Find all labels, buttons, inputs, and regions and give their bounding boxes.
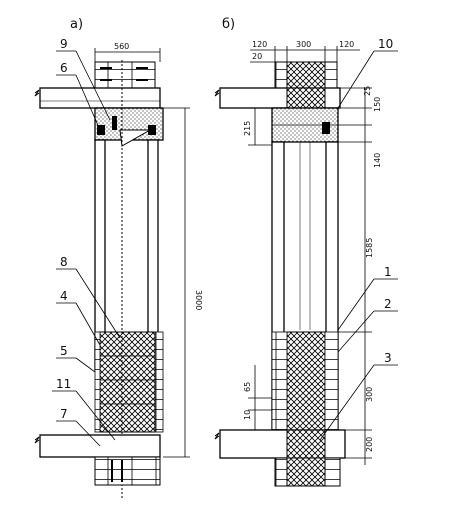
dim-1585: 1585 <box>365 238 374 258</box>
panel-b: 120 300 120 20 215 65 10 <box>214 17 398 487</box>
top-slab-a <box>34 87 161 109</box>
panel-label-a: а) <box>70 17 83 32</box>
dim-215: 215 <box>243 121 252 136</box>
svg-text:10: 10 <box>378 37 393 51</box>
top-slab-b <box>214 87 341 109</box>
callout-1: 1 <box>337 265 398 331</box>
svg-text:6: 6 <box>60 61 68 75</box>
dim-b-small: 20 <box>252 52 262 61</box>
dim-top-b: 120 300 120 20 <box>250 40 360 63</box>
svg-text:4: 4 <box>60 289 68 303</box>
dim-200: 200 <box>365 437 374 452</box>
callout-9: 9 <box>56 37 111 121</box>
dim-b-mid: 300 <box>296 40 311 49</box>
callout-4: 4 <box>56 289 101 346</box>
dim-140: 140 <box>373 153 382 168</box>
svg-text:7: 7 <box>60 407 68 421</box>
upper-bearing-b <box>271 107 339 143</box>
bottom-slab-b <box>214 429 346 487</box>
svg-text:2: 2 <box>384 297 392 311</box>
dim-3000: 3000 <box>194 290 203 310</box>
panel-a: 560 3000 а) 9 6 8 4 <box>34 17 203 500</box>
dim-b-left: 120 <box>252 40 267 49</box>
callout-3: 3 <box>319 351 398 441</box>
bottom-slab-a <box>34 434 161 486</box>
dim-560: 560 <box>114 42 129 51</box>
callout-2: 2 <box>337 297 398 353</box>
dim-150: 150 <box>373 97 382 112</box>
dim-25: 25 <box>363 86 372 96</box>
panel-label-b: б) <box>222 17 235 32</box>
callout-11: 11 <box>52 377 116 441</box>
callout-8: 8 <box>56 255 121 339</box>
top-brick-cap-b <box>274 61 338 89</box>
dim-300: 300 <box>365 387 374 402</box>
dim-height-a: 3000 <box>163 107 203 458</box>
svg-text:9: 9 <box>60 37 68 51</box>
svg-text:3: 3 <box>384 351 392 365</box>
dim-right-b: 25 150 140 1585 300 200 <box>338 86 382 465</box>
callout-7: 7 <box>56 407 101 447</box>
svg-text:8: 8 <box>60 255 68 269</box>
dim-b-right: 120 <box>339 40 354 49</box>
top-brick-cap-a <box>94 61 156 89</box>
dim-65: 65 <box>243 382 252 392</box>
callout-10: 10 <box>337 37 398 109</box>
callout-6: 6 <box>56 61 101 131</box>
dim-width-a: 560 <box>94 42 161 62</box>
svg-text:5: 5 <box>60 344 68 358</box>
hatched-infill-a <box>94 331 164 433</box>
frame-a <box>94 139 159 371</box>
svg-text:1: 1 <box>384 265 392 279</box>
callout-5: 5 <box>56 344 96 373</box>
svg-text:11: 11 <box>56 377 71 391</box>
hatched-infill-b <box>271 331 339 431</box>
dim-10: 10 <box>243 410 252 420</box>
dim-left-b: 215 65 10 <box>243 107 272 430</box>
